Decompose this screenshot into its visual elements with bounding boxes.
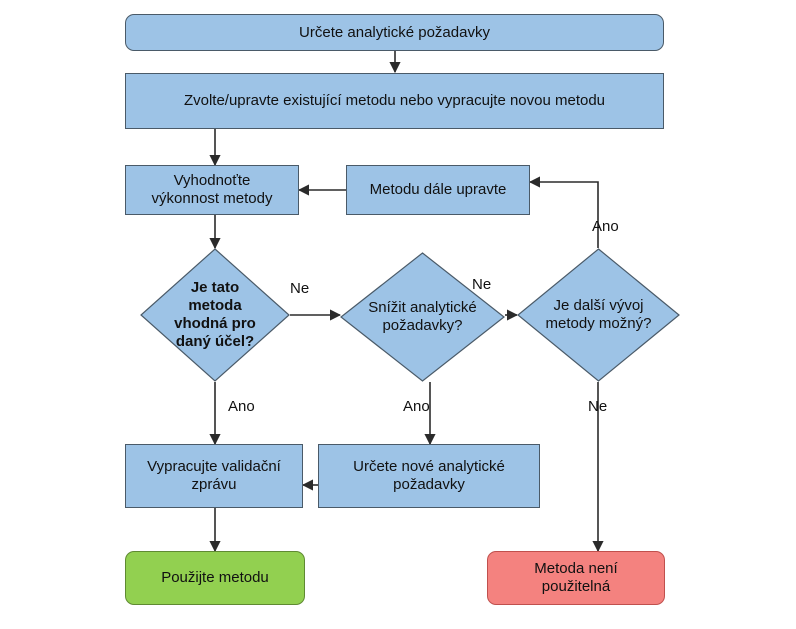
- connector-development-yes-to-adjust: [528, 176, 599, 248]
- node-select-or-develop-method[interactable]: Zvolte/upravte existující metodu nebo vy…: [125, 73, 664, 129]
- diamond-shape-reduce: [340, 252, 505, 382]
- edge-label-reduce-no: Ne: [472, 276, 492, 293]
- edge-label-reduce-yes: Ano: [403, 398, 430, 415]
- edge-label-suitable-yes: Ano: [228, 398, 255, 415]
- decision-reduce-requirements[interactable]: Snížit analytické požadavky?: [340, 252, 505, 382]
- node-new-requirements[interactable]: Určete nové analytické požadavky: [318, 444, 540, 508]
- decision-further-development[interactable]: Je další vývoj metody možný?: [517, 248, 680, 382]
- node-use-method[interactable]: Použijte metodu: [125, 551, 305, 605]
- diamond-shape-development: [517, 248, 680, 382]
- node-determine-requirements[interactable]: Určete analytické požadavky: [125, 14, 664, 51]
- decision-method-suitable[interactable]: Je tato metoda vhodná pro daný účel?: [140, 248, 290, 382]
- edge-label-development-yes: Ano: [592, 218, 619, 235]
- decision-reduce-label: Snížit analytické požadavky?: [368, 299, 477, 334]
- node-further-adjust-method[interactable]: Metodu dále upravte: [346, 165, 530, 215]
- decision-suitable-label: Je tato metoda vhodná pro daný účel?: [174, 279, 256, 350]
- edge-label-suitable-no: Ne: [290, 280, 310, 297]
- node-method-unusable[interactable]: Metoda není použitelná: [487, 551, 665, 605]
- diamond-shape-suitable: [140, 248, 290, 382]
- node-validation-report[interactable]: Vypracujte validační zprávu: [125, 444, 303, 508]
- decision-development-label: Je další vývoj metody možný?: [545, 297, 652, 332]
- node-evaluate-performance[interactable]: Vyhodnoťte výkonnost metody: [125, 165, 299, 215]
- edge-label-development-no: Ne: [588, 398, 608, 415]
